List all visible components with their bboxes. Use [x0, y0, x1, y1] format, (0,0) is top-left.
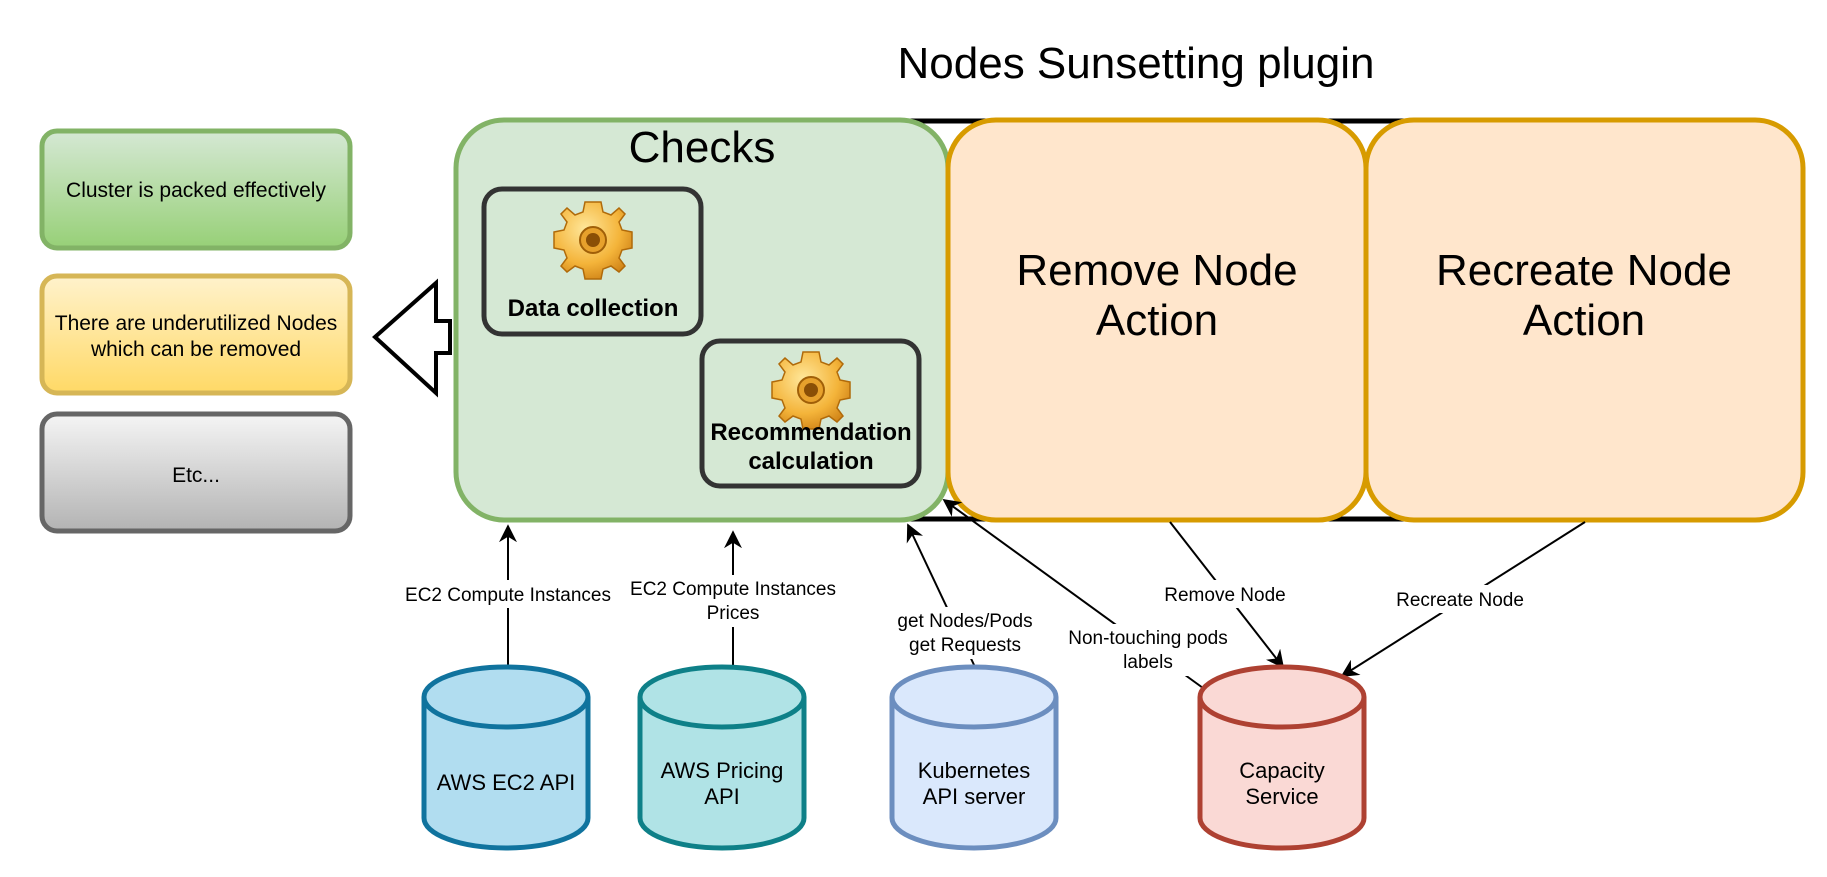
edge-recreate-node: Recreate Node: [1340, 521, 1586, 677]
edge-label: Prices: [707, 603, 760, 624]
remove-node-action: Remove Node Action: [945, 117, 1369, 523]
action-label: Action: [1096, 296, 1218, 345]
result-arrow: [372, 278, 452, 398]
gear-icon: [553, 201, 633, 280]
data-collection-label: Data collection: [508, 295, 679, 322]
status-box-label: There are underutilized Nodes: [55, 312, 338, 335]
edge-k8s: get Nodes/Pods get Requests: [890, 523, 1040, 668]
edge-label: Non-touching pods: [1068, 628, 1228, 649]
action-label: Remove Node: [1016, 246, 1297, 295]
recreate-node-action: Recreate Node Action: [1363, 117, 1806, 523]
db-label: Capacity: [1239, 758, 1325, 783]
checks-title: Checks: [629, 123, 776, 172]
recommendation-label: calculation: [748, 448, 873, 475]
status-box-packed: Cluster is packed effectively: [39, 128, 353, 251]
action-label: Action: [1523, 296, 1645, 345]
edge-label: get Nodes/Pods: [897, 611, 1032, 632]
data-collection-box: Data collection: [481, 186, 704, 337]
edge-pricing: EC2 Compute Instances Prices: [622, 530, 844, 667]
status-box-label: which can be removed: [90, 338, 301, 361]
diagram-title: Nodes Sunsetting plugin: [898, 39, 1375, 88]
db-aws-ec2: AWS EC2 API: [421, 664, 591, 851]
db-label: AWS Pricing: [661, 758, 784, 783]
action-label: Recreate Node: [1436, 246, 1732, 295]
edge-remove-node: Remove Node: [1160, 521, 1290, 669]
gear-icon: [771, 351, 851, 430]
db-label: Service: [1245, 784, 1318, 809]
db-label: API server: [923, 784, 1026, 809]
edge-label: labels: [1123, 652, 1173, 673]
db-kubernetes: Kubernetes API server: [889, 664, 1059, 851]
status-box-etc: Etc...: [39, 411, 353, 534]
db-label: API: [704, 784, 739, 809]
edge-label: EC2 Compute Instances: [405, 585, 611, 606]
edge-ec2: EC2 Compute Instances: [398, 524, 618, 667]
db-label: Kubernetes: [918, 758, 1031, 783]
recommendation-box: Recommendation calculation: [699, 338, 922, 489]
status-box-label: Etc...: [172, 464, 220, 487]
edge-label: EC2 Compute Instances: [630, 579, 836, 600]
db-label: AWS EC2 API: [437, 770, 576, 795]
status-box-label: Cluster is packed effectively: [66, 179, 326, 202]
status-box-underutilized: There are underutilized Nodes which can …: [39, 273, 353, 396]
edge-label: Remove Node: [1164, 585, 1285, 606]
edge-label: Recreate Node: [1396, 590, 1524, 611]
db-aws-pricing: AWS Pricing API: [637, 664, 807, 851]
db-capacity-service: Capacity Service: [1197, 664, 1367, 851]
edge-label: get Requests: [909, 635, 1021, 656]
edge-capacity-labels: Non-touching pods labels: [942, 498, 1232, 689]
recommendation-label: Recommendation: [710, 419, 911, 446]
